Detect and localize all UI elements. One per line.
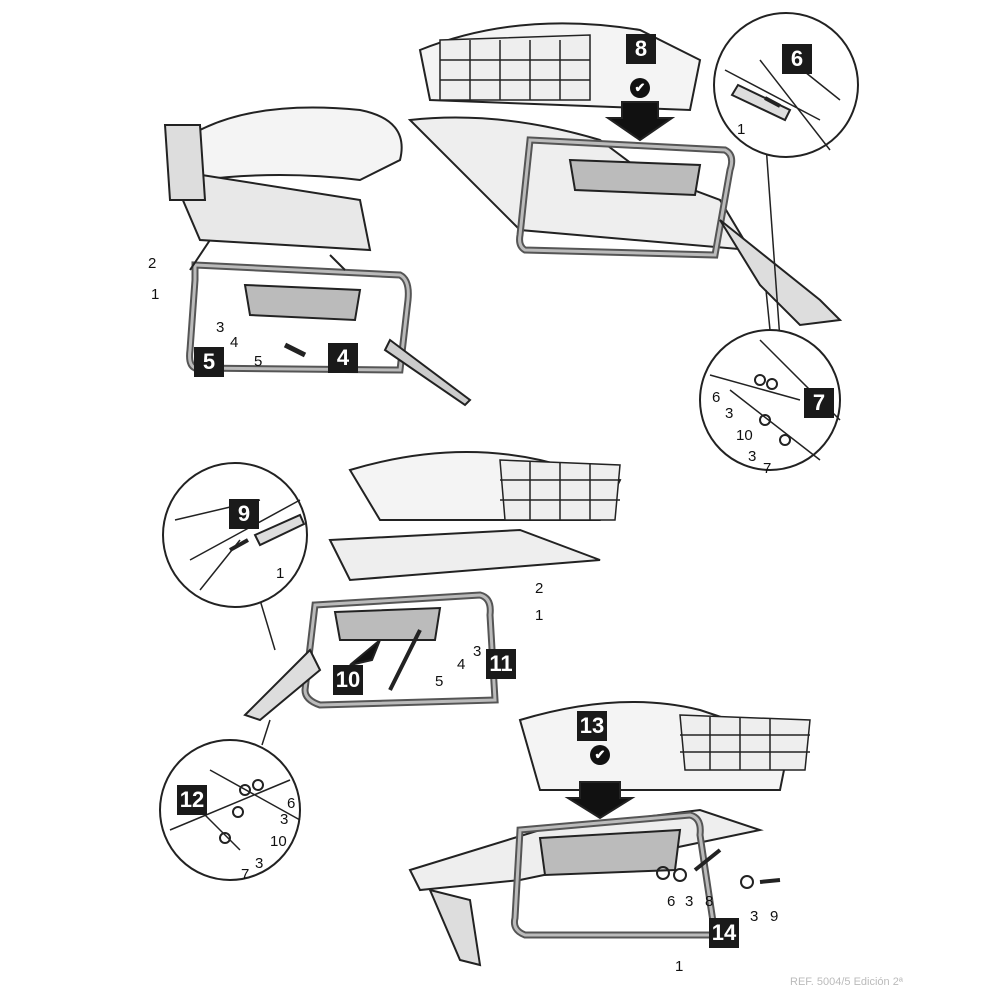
inset-circle [713, 12, 859, 158]
part-label: 2 [148, 255, 157, 272]
part-label: 3 [685, 893, 694, 910]
step-number: 8 [626, 34, 656, 64]
panel-4-motorcycle-drawing [408, 701, 811, 967]
tool-icon: ✔ [590, 745, 610, 765]
part-label: 1 [535, 607, 544, 624]
step-number: 5 [194, 347, 224, 377]
panel-1-motorcycle-drawing [163, 106, 472, 407]
reference-text: REF. 5004/5 Edición 2ª [790, 976, 903, 988]
part-label: 4 [457, 656, 466, 673]
part-label: 9 [770, 908, 779, 925]
part-label: 3 [725, 405, 734, 422]
part-label: 3 [255, 855, 264, 872]
step-number: 11 [486, 649, 516, 679]
part-label: 1 [276, 565, 285, 582]
part-label: 1 [151, 286, 160, 303]
part-label: 8 [705, 893, 714, 910]
part-label: 6 [287, 795, 296, 812]
step-number: 13 [577, 711, 607, 741]
step-number: 6 [782, 44, 812, 74]
inset-circle [159, 739, 301, 881]
step-number: 4 [328, 343, 358, 373]
part-label: 6 [667, 893, 676, 910]
part-label: 2 [535, 580, 544, 597]
part-label: 3 [473, 643, 482, 660]
part-label: 5 [435, 673, 444, 690]
part-label: 7 [763, 460, 772, 477]
part-label: 3 [216, 319, 225, 336]
part-label: 3 [748, 448, 757, 465]
check-icon: ✔ [630, 78, 650, 98]
part-label: 6 [712, 389, 721, 406]
part-label: 3 [280, 811, 289, 828]
inset-circle [699, 329, 841, 471]
part-label: 3 [750, 908, 759, 925]
part-label: 10 [270, 833, 287, 850]
part-label: 7 [241, 866, 250, 883]
part-label: 10 [736, 427, 753, 444]
panel-3-motorcycle-drawing [159, 451, 622, 881]
step-number: 7 [804, 388, 834, 418]
part-label: 4 [230, 334, 239, 351]
step-number: 14 [709, 918, 739, 948]
step-number: 9 [229, 499, 259, 529]
step-number: 12 [177, 785, 207, 815]
step-number: 10 [333, 665, 363, 695]
part-label: 1 [675, 958, 684, 975]
part-label: 5 [254, 353, 263, 370]
part-label: 1 [737, 121, 746, 138]
